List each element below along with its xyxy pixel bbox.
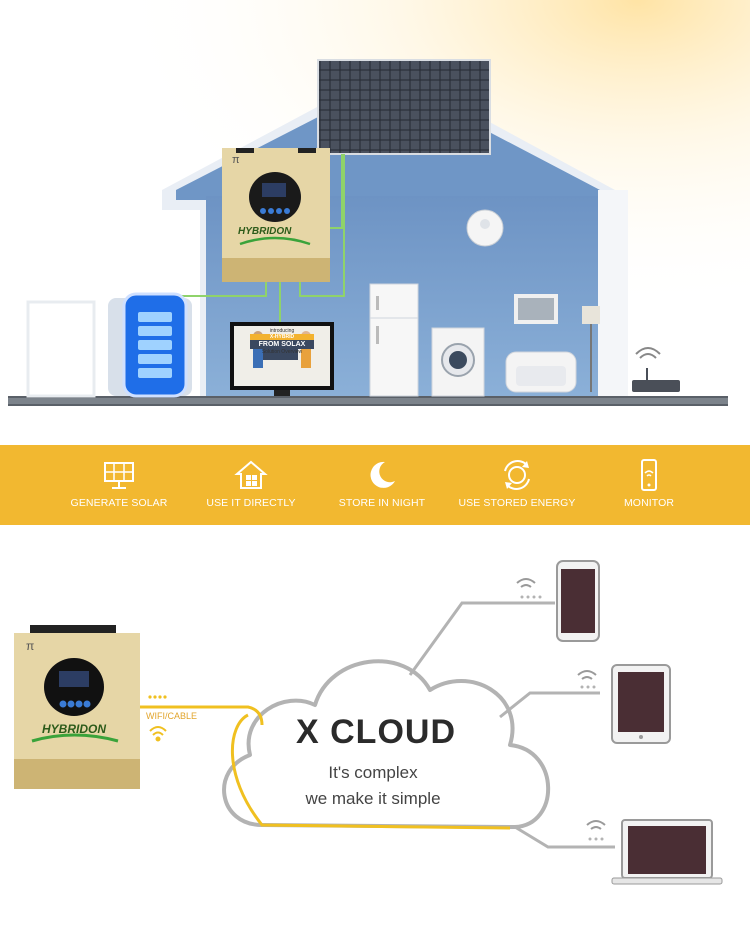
feature-label: STORE IN NIGHT (338, 497, 426, 509)
cloud-section: π HYBRIDON WIFI/CABLE X CLOUD It's compl… (0, 525, 750, 938)
phone-wifi-icon (641, 459, 657, 491)
inverter-cloud-side (14, 625, 140, 789)
solar-panel-icon (104, 462, 134, 489)
robot-vacuum (466, 209, 504, 247)
tv-text-2: X-HYBRID (250, 334, 314, 340)
feature-label: GENERATE SOLAR (70, 497, 168, 509)
tv-text-3: FROM SOLAX (250, 340, 314, 349)
inverter-brand-label: HYBRIDON (238, 226, 292, 237)
feature-generate-solar: GENERATE SOLAR (44, 459, 194, 509)
feature-store-night: STORE IN NIGHT (307, 459, 457, 509)
house-icon (234, 460, 268, 489)
wifi-gray-icon-1 (516, 578, 536, 588)
wifi-gray-icon-3 (586, 820, 606, 830)
cloud-title: X CLOUD (296, 713, 456, 751)
feature-monitor: MONITOR (574, 459, 724, 509)
inverter-house (222, 148, 330, 282)
armchair (505, 351, 577, 393)
moon-icon (370, 461, 395, 488)
refrigerator (369, 283, 419, 397)
inverter-logo-mark: π (232, 154, 240, 166)
recycle-globe-icon (504, 460, 530, 490)
tablet-icon (611, 664, 671, 744)
feature-use-stored-energy: USE STORED ENERGY (442, 459, 592, 509)
floor-lamp (582, 306, 600, 392)
inverter-logo-mark-2: π (26, 639, 35, 653)
house-scene: π HYBRIDON introducing X-HYBRID FROM SOL… (0, 0, 750, 445)
battery-unit (108, 292, 192, 398)
smartphone-icon (556, 560, 600, 642)
wall-picture (514, 294, 558, 324)
feature-band: GENERATE SOLAR USE IT DIRECTLY STORE IN … (0, 445, 750, 525)
wifi-yellow-icon (149, 726, 167, 742)
wifi-gray-icon-2 (577, 670, 597, 680)
connection-label: WIFI/CABLE (146, 711, 198, 721)
feature-label: MONITOR (623, 497, 675, 509)
cloud-tagline-1: It's complex (328, 763, 418, 782)
laptop-icon (611, 819, 723, 885)
wifi-router (632, 347, 680, 392)
cloud-outline (222, 659, 551, 829)
feature-label: USE IT DIRECTLY (206, 497, 296, 509)
inverter-brand-label-2: HYBRIDON (42, 722, 107, 736)
feature-label: USE STORED ENERGY (458, 497, 576, 509)
tv-text-4: Solution Overview (261, 349, 303, 355)
solar-panel-roof (317, 59, 491, 155)
feature-use-directly: USE IT DIRECTLY (176, 459, 326, 509)
tv-screen-text: introducing X-HYBRID FROM SOLAX Solution… (250, 328, 314, 355)
tv-text-1: introducing (269, 328, 295, 334)
washing-machine (431, 327, 485, 397)
cloud-tagline-2: we make it simple (305, 789, 441, 808)
